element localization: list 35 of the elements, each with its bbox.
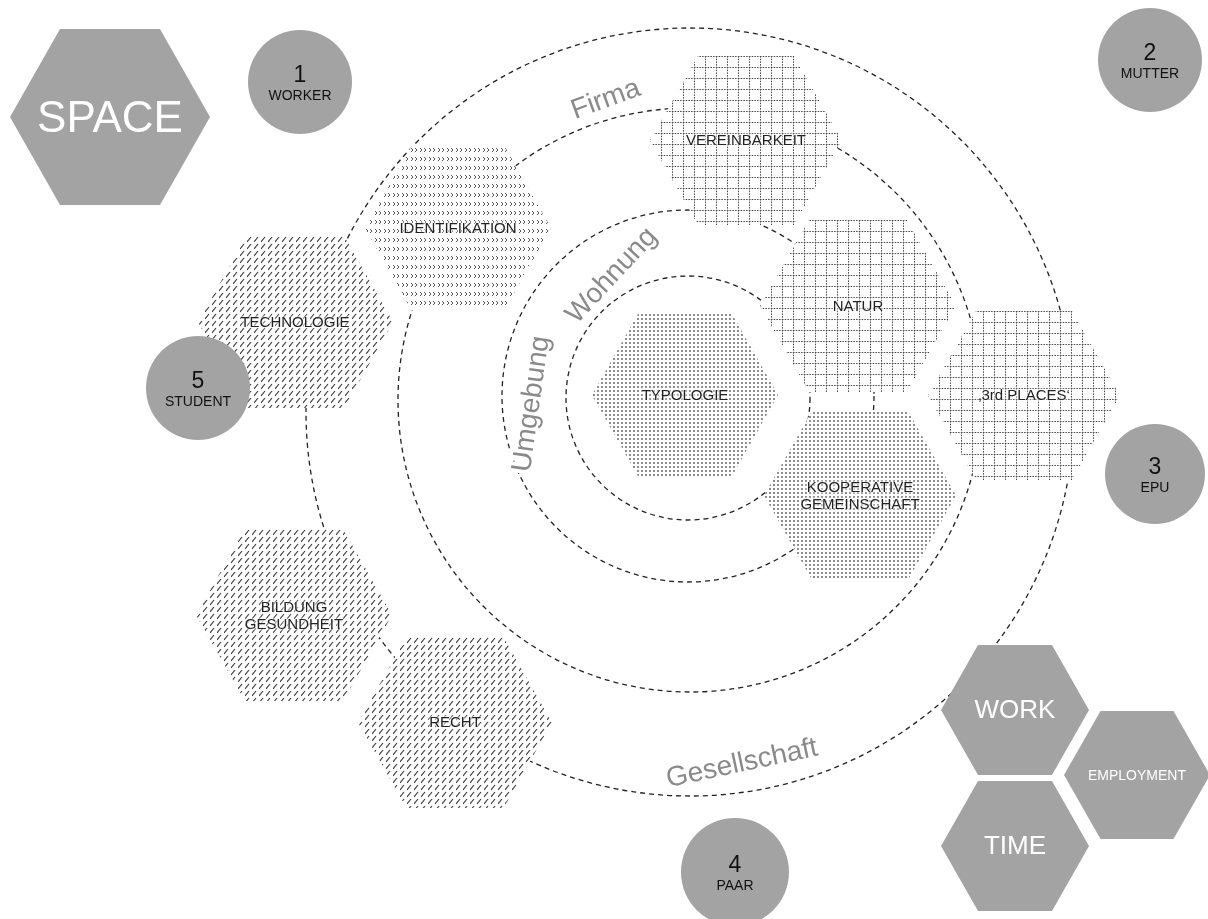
patterned-hexagon [764, 410, 956, 580]
hexagon-tile [941, 645, 1089, 775]
hexagon-tile [1064, 711, 1208, 839]
hexagon-tile [10, 29, 210, 205]
circle-number: 3 [1148, 452, 1162, 480]
hexagon-label: VEREINBARKEIT [686, 131, 806, 149]
patterned-hexagon [196, 529, 392, 701]
patterned-hexagon [650, 55, 842, 225]
hexagon-label: SPACE [37, 91, 183, 143]
circle-label: PAAR [716, 877, 754, 894]
ring-label: Umgebung [505, 333, 555, 474]
hexagon-label: BILDUNG GESUNDHEIT [243, 597, 345, 633]
hexagon-label: TECHNOLOGIE [240, 313, 350, 331]
hexagon-tile [941, 781, 1089, 911]
circle-number: 4 [728, 850, 742, 878]
hexagon-label: KOOPERATIVE GEMEINSCHAFT [799, 477, 921, 513]
hexagon-label: NATUR [832, 297, 884, 315]
circle-label: WORKER [268, 87, 332, 104]
hexagon-label: ‚3rd PLACES‘ [978, 386, 1070, 404]
hexagon-label: WORK [974, 695, 1056, 725]
hexagon-label: TIME [983, 831, 1047, 861]
hexagon-label: EMPLOYMENT [1088, 766, 1186, 784]
hexagon-label: IDENTIFIKATION [399, 219, 517, 237]
circle-number: 2 [1143, 38, 1157, 66]
circle-label: STUDENT [164, 393, 232, 410]
patterned-hexagon [358, 636, 552, 808]
ring-label: Firma [566, 71, 645, 125]
patterned-hexagon [928, 310, 1120, 480]
hexagon-label: RECHT [429, 713, 481, 731]
circle-label: MUTTER [1120, 65, 1180, 82]
hexagon-label: TYPOLOGIE [641, 386, 729, 404]
circle-number: 5 [191, 366, 205, 394]
circle-label: EPU [1140, 479, 1170, 496]
circle-number: 1 [293, 60, 307, 88]
patterned-hexagon [760, 220, 956, 392]
